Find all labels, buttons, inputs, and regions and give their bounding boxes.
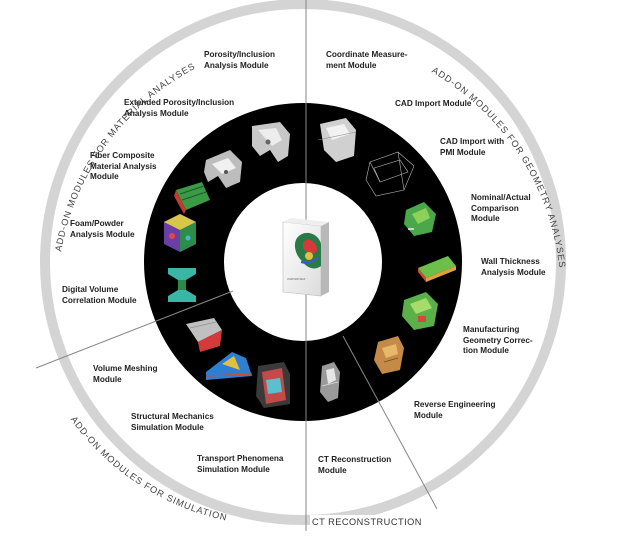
label-structural-mechanics: Structural Mechanics Simulation Module — [131, 412, 214, 433]
reverse-engineering-thumbnail-icon — [374, 336, 404, 374]
label-line: CAD Import Module — [395, 99, 472, 108]
label-manufacturing-geometry: Manufacturing Geometry Correc- tion Modu… — [463, 325, 533, 357]
label-line: Coordinate Measure- — [326, 50, 408, 59]
label-line: Comparison — [471, 203, 519, 213]
label-line: Simulation Module — [197, 464, 270, 474]
label-line: Fiber Composite — [90, 151, 155, 160]
label-coordinate-measurement: Coordinate Measure- ment Module — [326, 50, 407, 71]
outer-band — [40, 0, 566, 525]
cad-import-wireframe-thumbnail-icon — [365, 151, 415, 197]
label-line: Module — [471, 214, 500, 223]
label-extended-porosity: Extended Porosity/Inclusion Analysis Mod… — [124, 98, 234, 119]
software-product-box-icon: VGSTUDIO MAX — [282, 218, 329, 297]
label-line: Reverse Engineering — [414, 400, 496, 409]
label-line: ment Module — [326, 60, 377, 70]
label-line: PMI Module — [440, 147, 486, 157]
manufacturing-correction-thumbnail-icon — [402, 292, 438, 330]
label-transport-phenomena: Transport Phenomena Simulation Module — [197, 454, 283, 475]
label-line: Transport Phenomena — [197, 454, 284, 463]
label-line: Volume Meshing — [93, 364, 158, 373]
divider-simulation — [35, 290, 234, 369]
label-reverse-engineering: Reverse Engineering Module — [414, 400, 495, 421]
label-line: CAD Import with — [440, 137, 505, 146]
extended-porosity-casting-thumbnail-icon — [204, 150, 242, 188]
label-line: Manufacturing — [463, 325, 520, 334]
label-digital-volume-correlation: Digital Volume Correlation Module — [62, 285, 137, 306]
porosity-casting-thumbnail-icon — [252, 122, 290, 162]
label-line: Correlation Module — [62, 295, 137, 305]
wall-thickness-thumbnail-icon — [418, 256, 456, 282]
label-cad-import-pmi: CAD Import with PMI Module — [440, 137, 504, 158]
label-line: Material Analysis — [90, 161, 157, 171]
label-ct-reconstruction: CT Reconstruction Module — [318, 455, 391, 476]
label-line: Digital Volume — [62, 285, 119, 294]
label-line: Simulation Module — [131, 422, 204, 432]
label-wall-thickness: Wall Thickness Analysis Module — [481, 257, 546, 278]
label-fiber-composite: Fiber Composite Material Analysis Module — [90, 151, 157, 183]
label-line: Foam/Powder — [70, 219, 124, 228]
fiber-composite-thumbnail-icon — [174, 182, 210, 214]
label-line: Geometry Correc- — [463, 335, 533, 345]
nominal-actual-comparison-thumbnail-icon — [404, 202, 436, 236]
label-line: CT Reconstruction — [318, 455, 392, 464]
label-line: Module — [93, 374, 122, 384]
label-line: Analysis Module — [70, 229, 135, 239]
band-label-ct: CT RECONSTRUCTION — [312, 517, 422, 527]
label-line: Module — [318, 465, 347, 475]
transport-phenomena-thumbnail-icon — [256, 362, 290, 408]
inner-black-ring — [144, 103, 462, 421]
label-line: Structural Mechanics — [131, 412, 214, 421]
ct-label-bg — [310, 515, 414, 527]
label-nominal-actual: Nominal/Actual Comparison Module — [471, 193, 531, 225]
ct-reconstruction-thumbnail-icon — [320, 362, 340, 402]
product-box-brand: VGSTUDIO MAX — [287, 278, 306, 281]
volume-meshing-thumbnail-icon — [186, 318, 222, 352]
label-line: Nominal/Actual — [471, 193, 531, 202]
label-line: Module — [90, 172, 119, 181]
label-line: Analysis Module — [204, 60, 269, 70]
label-cad-import: CAD Import Module — [395, 99, 471, 110]
structural-mechanics-thumbnail-icon — [205, 352, 253, 380]
label-line: Analysis Module — [124, 108, 189, 118]
label-line: Wall Thickness — [481, 257, 540, 266]
label-volume-meshing: Volume Meshing Module — [93, 364, 157, 385]
label-line: tion Module — [463, 346, 509, 355]
coordinate-measurement-thumbnail-icon — [317, 118, 357, 162]
label-line: Porosity/Inclusion — [204, 50, 275, 59]
divider-ct — [342, 335, 438, 510]
label-porosity-inclusion: Porosity/Inclusion Analysis Module — [204, 50, 275, 71]
foam-powder-cube-thumbnail-icon — [164, 214, 196, 252]
label-line: Analysis Module — [481, 267, 546, 277]
label-line: Module — [414, 410, 443, 420]
digital-volume-correlation-thumbnail-icon — [168, 268, 196, 302]
label-line: Extended Porosity/Inclusion — [124, 98, 235, 107]
label-foam-powder: Foam/Powder Analysis Module — [70, 219, 135, 240]
